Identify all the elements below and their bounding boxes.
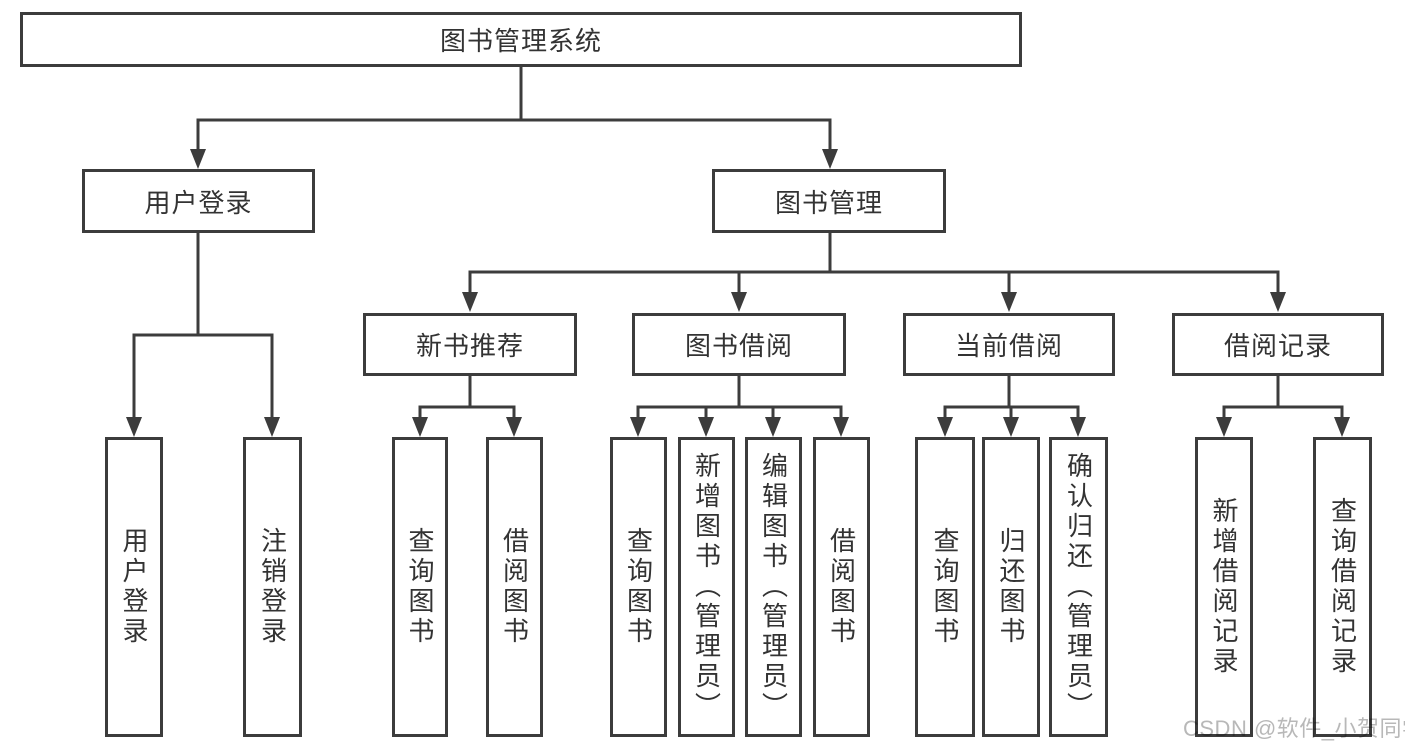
node-current-borrowing: 当前借阅 (903, 313, 1115, 376)
node-book-borrowing: 图书借阅 (632, 313, 846, 376)
arrowhead-leaf-logout (264, 417, 280, 437)
node-root-system: 图书管理系统 (20, 12, 1022, 67)
arrowhead-leaf-bb-edit (765, 417, 781, 437)
arrowhead-leaf-rec-borrow (506, 417, 522, 437)
leaf-cb-confirm-return-admin: 确认归还（管理员） (1049, 437, 1108, 737)
node-root-system-label: 图书管理系统 (439, 26, 602, 56)
node-borrowing-records-label: 借阅记录 (1223, 331, 1332, 361)
connector-user-login-bracket (132, 333, 274, 420)
arrowhead-book-mgmt (822, 149, 838, 169)
connector-book-borrow-bracket (636, 405, 843, 420)
arrowhead-leaf-br-query (1334, 417, 1350, 437)
connector-level3-bracket (468, 270, 1280, 294)
leaf-rec-borrow-books: 借阅图书 (486, 437, 543, 737)
leaf-bb-edit-books-admin: 编辑图书（管理员） (745, 437, 802, 737)
node-user-login-module-label: 用户登录 (144, 187, 253, 218)
node-book-management-module-label: 图书管理 (774, 187, 883, 218)
leaf-bb-borrow-books: 借阅图书 (813, 437, 870, 737)
arrowhead-new-book-rec (462, 292, 478, 312)
leaf-cb-return-books: 归还图书 (982, 437, 1040, 737)
leaf-cb-query-books-label: 查询图书 (930, 527, 960, 647)
leaf-rec-query-books: 查询图书 (392, 437, 448, 737)
node-book-borrowing-label: 图书借阅 (684, 331, 793, 361)
arrowhead-leaf-bb-query (630, 417, 646, 437)
arrowhead-leaf-login (126, 417, 142, 437)
leaf-logout-label: 注销登录 (257, 527, 288, 647)
arrowhead-leaf-cb-query (937, 417, 953, 437)
leaf-user-login-label: 用户登录 (119, 527, 149, 647)
connector-borrow-records-bracket (1222, 405, 1344, 420)
leaf-br-query-record: 查询借阅记录 (1313, 437, 1372, 737)
leaf-br-add-record: 新增借阅记录 (1195, 437, 1253, 737)
leaf-bb-add-books-admin: 新增图书（管理员） (678, 437, 735, 737)
arrowhead-borrow-records (1270, 292, 1286, 312)
connector-new-book-rec-bracket (418, 405, 516, 420)
leaf-cb-return-books-label: 归还图书 (996, 527, 1026, 647)
leaf-user-login: 用户登录 (105, 437, 163, 737)
arrowhead-leaf-bb-borrow (833, 417, 849, 437)
leaf-bb-edit-books-admin-label: 编辑图书（管理员） (758, 452, 789, 722)
node-borrowing-records: 借阅记录 (1172, 313, 1384, 376)
leaf-br-query-record-label: 查询借阅记录 (1327, 497, 1358, 677)
leaf-bb-query-books-label: 查询图书 (623, 527, 654, 647)
arrowhead-leaf-rec-query (412, 417, 428, 437)
node-new-book-recommend-label: 新书推荐 (415, 331, 524, 361)
arrowhead-leaf-bb-add (698, 417, 714, 437)
leaf-bb-query-books: 查询图书 (610, 437, 667, 737)
leaf-rec-borrow-books-label: 借阅图书 (499, 527, 530, 647)
node-current-borrowing-label: 当前借阅 (954, 331, 1063, 361)
arrowhead-user-login (190, 149, 206, 169)
arrowhead-current-borrow (1001, 292, 1017, 312)
connector-level2-bracket (196, 118, 832, 151)
arrowhead-leaf-cb-return (1003, 417, 1019, 437)
leaf-cb-confirm-return-admin-label: 确认归还（管理员） (1063, 452, 1094, 722)
arrowhead-leaf-br-add (1216, 417, 1232, 437)
arrowhead-leaf-cb-confirm (1070, 417, 1086, 437)
arrowhead-book-borrow (731, 292, 747, 312)
csdn-watermark: CSDN @软件_小贺同学 (1183, 716, 1405, 741)
node-user-login-module: 用户登录 (82, 169, 315, 233)
leaf-bb-borrow-books-label: 借阅图书 (826, 527, 857, 647)
leaf-rec-query-books-label: 查询图书 (405, 527, 435, 647)
node-new-book-recommend: 新书推荐 (363, 313, 577, 376)
node-book-management-module: 图书管理 (712, 169, 946, 233)
leaf-bb-add-books-admin-label: 新增图书（管理员） (691, 452, 722, 722)
leaf-logout: 注销登录 (243, 437, 302, 737)
leaf-br-add-record-label: 新增借阅记录 (1209, 497, 1239, 677)
leaf-cb-query-books: 查询图书 (915, 437, 975, 737)
